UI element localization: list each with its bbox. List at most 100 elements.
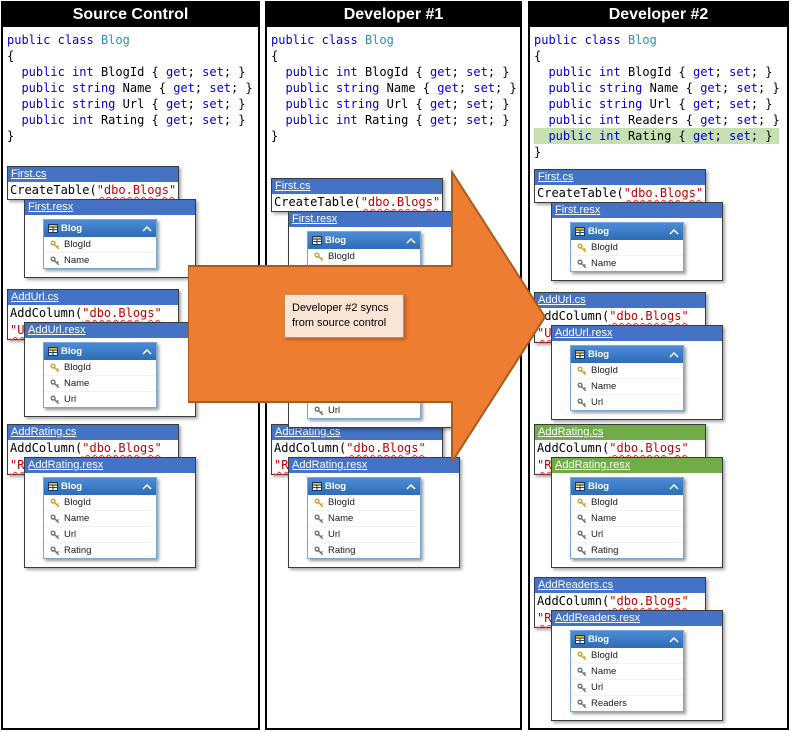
code-line: public int BlogId { get; set; } xyxy=(285,65,510,79)
entity-name: Blog xyxy=(588,481,610,492)
table-icon xyxy=(575,482,585,491)
code-line: public class Blog xyxy=(271,33,394,47)
column-name: Url xyxy=(64,394,77,405)
key-icon xyxy=(577,497,587,508)
key-icon xyxy=(577,242,587,253)
code-line: public class Blog xyxy=(534,33,657,47)
column-name: BlogId xyxy=(64,239,91,250)
entity-column-row: Rating xyxy=(308,542,420,558)
table-icon xyxy=(575,350,585,359)
code-line: } xyxy=(7,129,15,143)
entity-column-row: Rating xyxy=(44,542,156,558)
file-code-line: AddColumn("dbo.Blogs" xyxy=(272,440,442,457)
column-name: BlogId xyxy=(64,497,91,508)
file-code-line: AddColumn("dbo.Blogs" xyxy=(8,305,178,322)
entity-header: Blog xyxy=(308,478,420,495)
table-icon xyxy=(48,224,58,233)
column-name: BlogId xyxy=(328,251,355,262)
entity-name: Blog xyxy=(325,235,347,246)
code-line: { xyxy=(7,49,15,63)
file-code-line: AddColumn("dbo.Blogs" xyxy=(8,440,178,457)
panel-title: Source Control xyxy=(3,3,258,27)
column-name: Name xyxy=(328,389,354,400)
panel-title: Developer #1 xyxy=(267,3,520,27)
column-name: Name xyxy=(591,513,617,524)
column-name: Name xyxy=(64,255,90,266)
collapse-chevron-icon xyxy=(406,483,416,490)
file-name: AddUrl.cs xyxy=(535,293,705,308)
collapse-chevron-icon xyxy=(406,359,416,366)
code-line: public string Name { get; set; } xyxy=(21,81,253,95)
file-code-line: CreateTable("dbo.Blogs" xyxy=(272,194,442,211)
column-name: Name xyxy=(64,378,90,389)
column-name: Name xyxy=(64,513,90,524)
entity-column-row: BlogId xyxy=(308,371,420,386)
entity-column-row: Url xyxy=(308,402,420,418)
file-name: AddUrl.resx xyxy=(25,323,195,338)
entity-column-row: Name xyxy=(44,375,156,391)
column-name: Url xyxy=(591,397,604,408)
entity-name: Blog xyxy=(61,223,83,234)
key-icon xyxy=(577,365,587,376)
property-icon xyxy=(577,698,587,709)
column-name: Url xyxy=(591,682,604,693)
file-name: First.resx xyxy=(25,200,195,215)
entity-column-row: Url xyxy=(571,526,683,542)
table-icon xyxy=(575,635,585,644)
property-icon xyxy=(50,255,60,266)
code-line: { xyxy=(534,49,542,63)
file-name: First.cs xyxy=(535,170,705,185)
entity-column-row: BlogId xyxy=(308,249,420,264)
entity-column-row: Url xyxy=(44,526,156,542)
table-icon xyxy=(48,482,58,491)
code-line-highlighted: public int Rating { get; set; } xyxy=(534,128,779,144)
property-icon xyxy=(314,389,324,400)
file-code-line: CreateTable("dbo.Blogs" xyxy=(8,182,178,199)
collapse-chevron-icon xyxy=(142,348,152,355)
entity-column-row: Readers xyxy=(571,695,683,711)
file-code-line: AddColumn("dbo.Blogs" xyxy=(535,308,705,325)
code-line: public string Url { get; set; } xyxy=(21,97,246,111)
entity-column-row: Name xyxy=(308,386,420,402)
collapse-chevron-icon xyxy=(669,351,679,358)
key-icon xyxy=(314,497,324,508)
entity-column-row: Url xyxy=(44,391,156,407)
entity-column-row: Url xyxy=(571,679,683,695)
column-name: Name xyxy=(328,267,354,278)
code-block: public class Blog{ public int BlogId { g… xyxy=(530,27,787,160)
file-name: AddRating.resx xyxy=(289,458,459,473)
entity-column-row: Name xyxy=(308,510,420,526)
file-name: AddUrl.cs xyxy=(8,290,178,305)
file-name: First.resx xyxy=(552,203,722,218)
entity-column-row: BlogId xyxy=(44,360,156,375)
entity-name: Blog xyxy=(588,226,610,237)
property-icon xyxy=(577,666,587,677)
column-name: Name xyxy=(591,666,617,677)
entity-name: Blog xyxy=(61,346,83,357)
column-name: BlogId xyxy=(591,497,618,508)
column-name: BlogId xyxy=(328,497,355,508)
collapse-chevron-icon xyxy=(406,237,416,244)
file-name: AddRating.resx xyxy=(25,458,195,473)
code-line: public string Url { get; set; } xyxy=(285,97,510,111)
table-icon xyxy=(48,347,58,356)
entity-name: Blog xyxy=(325,357,347,368)
code-line: public string Url { get; set; } xyxy=(548,97,773,111)
